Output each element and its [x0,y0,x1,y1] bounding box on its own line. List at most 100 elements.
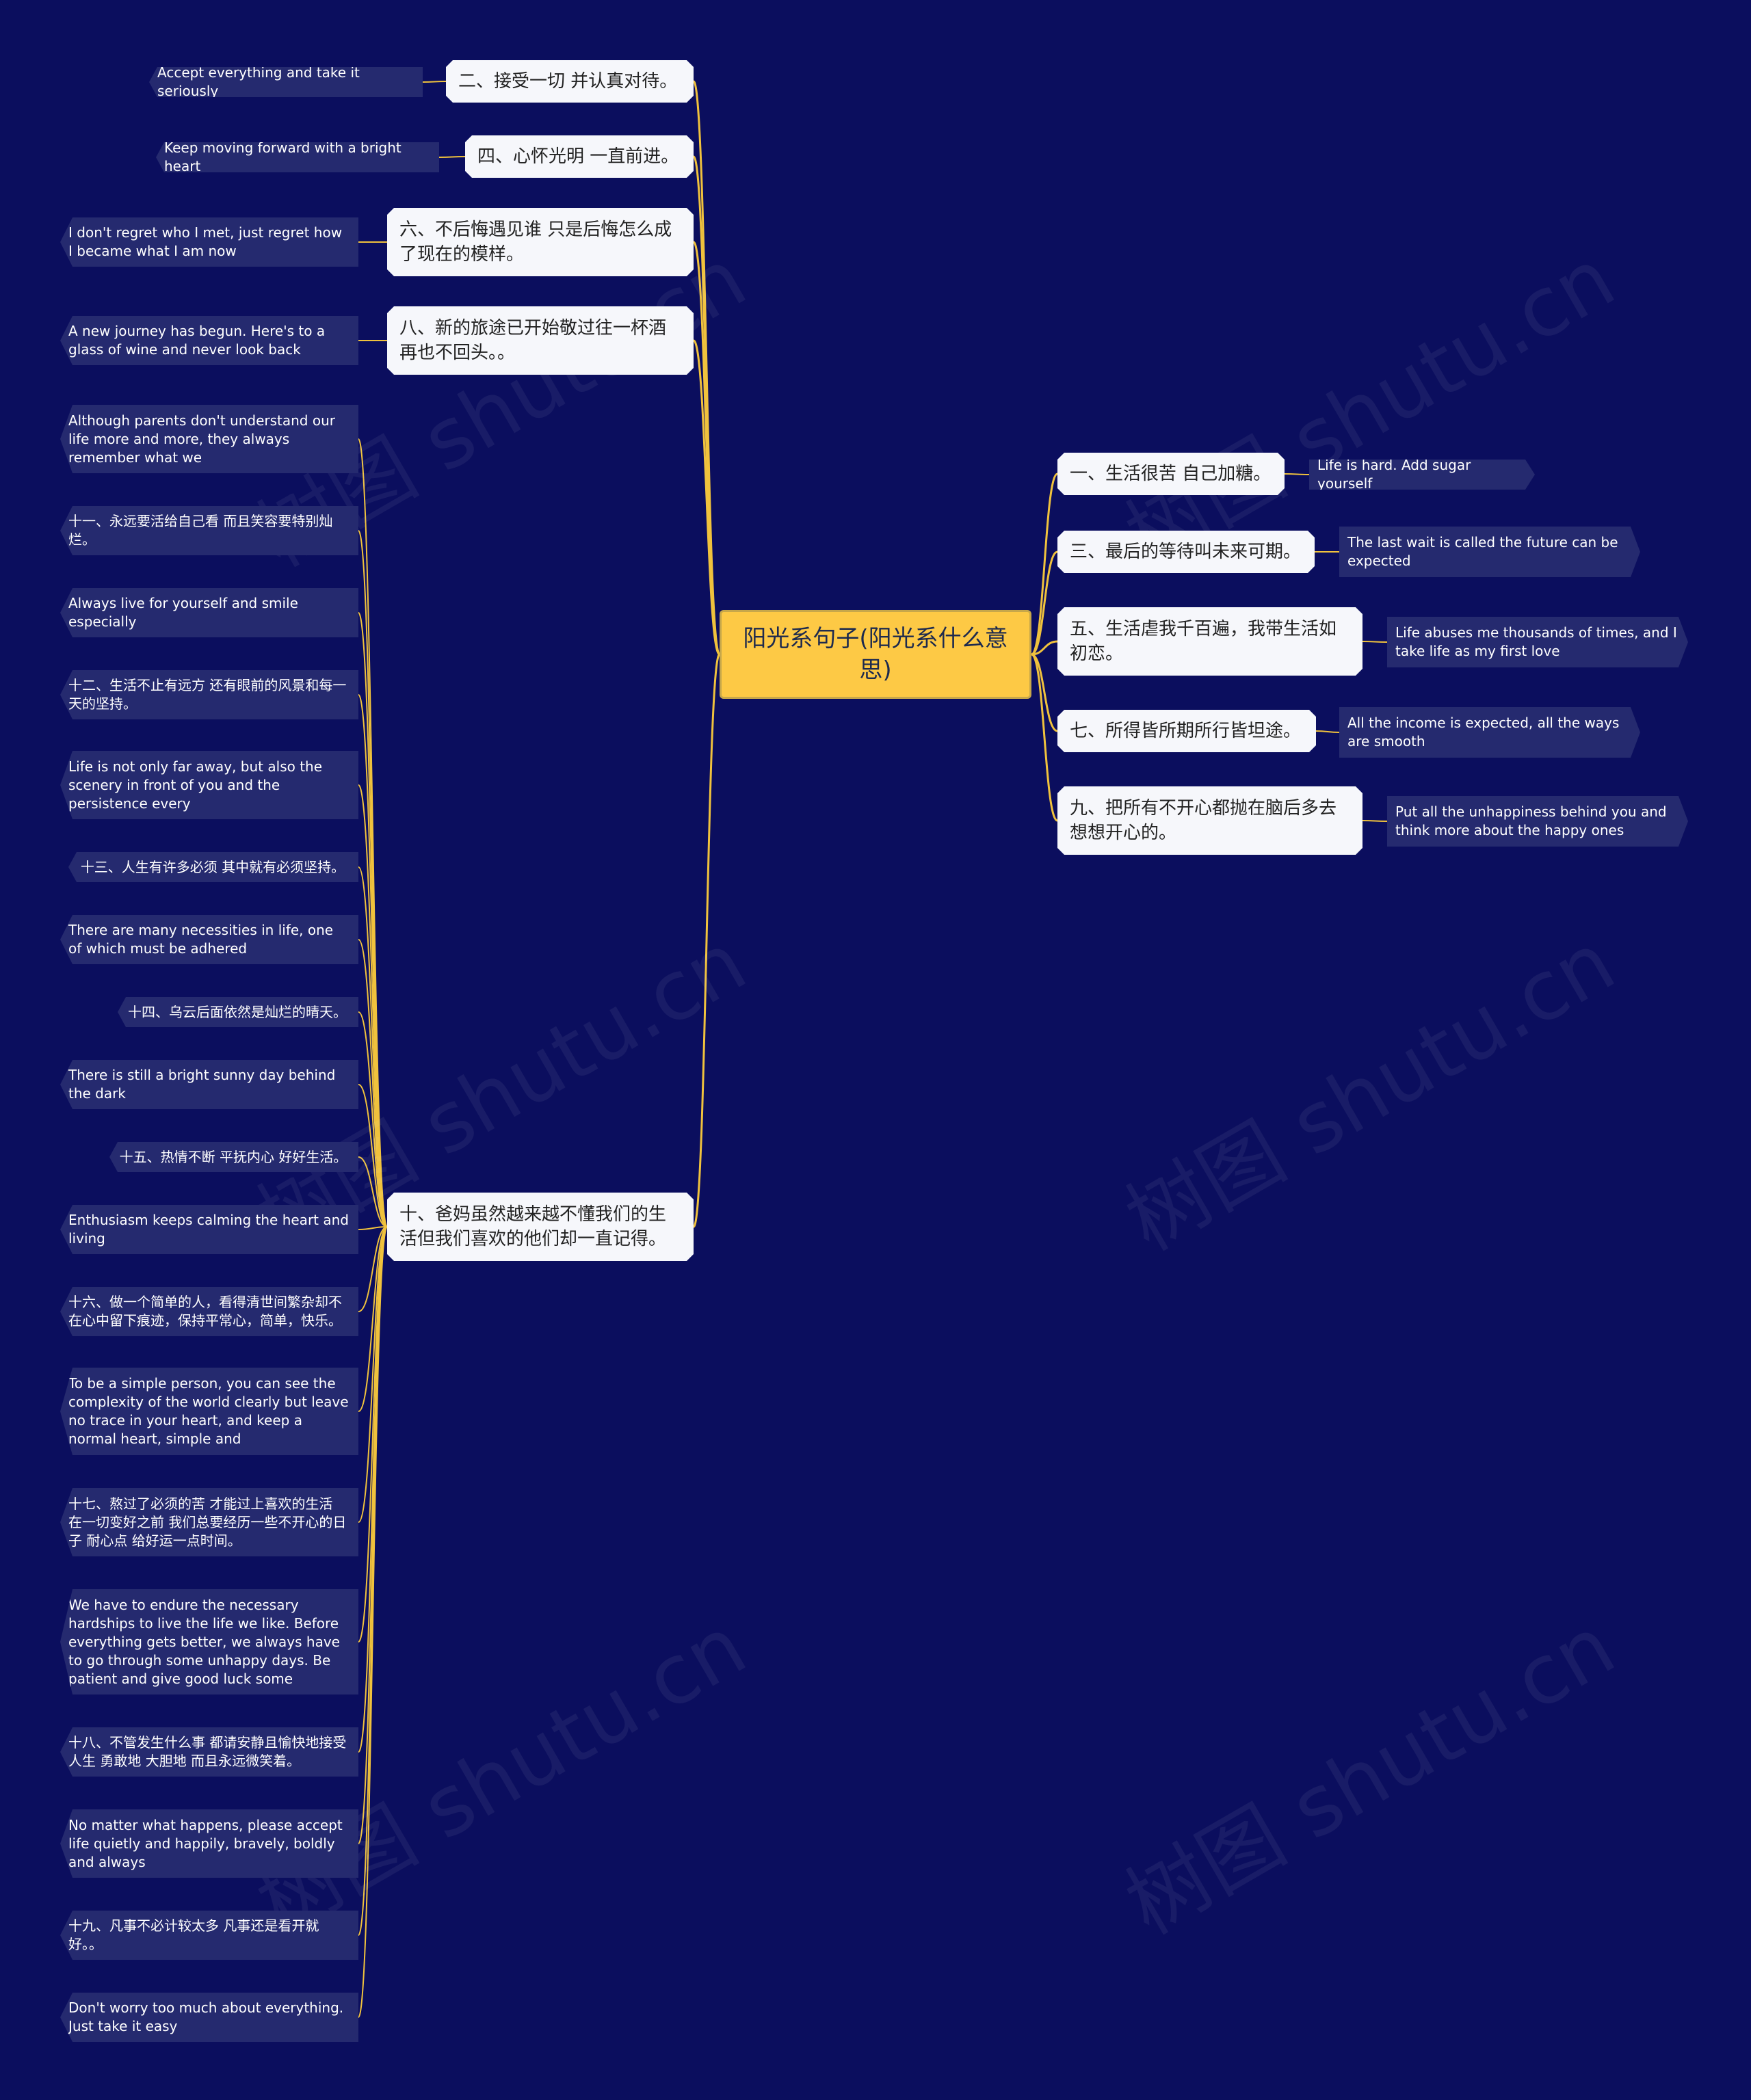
leaf-topic[interactable]: Keep moving forward with a bright heart [156,142,439,172]
leaf-topic-label: All the income is expected, all the ways… [1347,715,1620,749]
connector-line [1315,730,1340,733]
branch-topic[interactable]: 十、爸妈虽然越来越不懂我们的生活但我们喜欢的他们却一直记得。 [387,1193,694,1261]
branch-topic-label: 五、生活虐我千百遍，我带生活如初恋。 [1070,619,1337,664]
connector-line [1031,653,1058,732]
leaf-topic-label: 十五、热情不断 平抚内心 好好生活。 [119,1148,347,1165]
connector-line [358,612,388,1227]
connector-line [358,1226,388,2018]
connector-line [1284,473,1310,475]
connector-line [692,241,721,656]
connector-line [358,1011,388,1227]
leaf-topic[interactable]: Always live for yourself and smile espec… [60,588,358,637]
leaf-topic-label: Although parents don't understand our li… [68,412,335,466]
leaf-topic-label: There are many necessities in life, one … [68,922,334,957]
leaf-topic-label: To be a simple person, you can see the c… [68,1375,349,1447]
branch-topic-label: 二、接受一切 并认真对待。 [458,71,678,92]
leaf-topic[interactable]: 十七、熬过了必须的苦 才能过上喜欢的生活 在一切变好之前 我们总要经历一些不开心… [60,1488,358,1556]
connector-line [358,694,388,1227]
leaf-topic[interactable]: Life abuses me thousands of times, and I… [1387,617,1688,667]
connector-line [422,81,447,83]
leaf-topic[interactable]: I don't regret who I met, just regret ho… [60,217,358,267]
leaf-topic-label: Keep moving forward with a bright heart [164,139,401,174]
leaf-topic[interactable]: Life is not only far away, but also the … [60,751,358,819]
leaf-topic-label: A new journey has begun. Here's to a gla… [68,323,326,358]
connector-line [692,339,721,656]
leaf-topic-label: Enthusiasm keeps calming the heart and l… [68,1212,349,1247]
leaf-topic-label: 十六、做一个简单的人，看得清世间繁杂却不在心中留下痕迹，保持平常心，简单，快乐。 [68,1294,342,1329]
leaf-topic[interactable]: 十一、永远要活给自己看 而且笑容要特别灿烂。 [60,506,358,555]
branch-topic[interactable]: 四、心怀光明 一直前进。 [465,135,694,178]
branch-topic-label: 六、不后悔遇见谁 只是后悔怎么成了现在的模样。 [399,220,672,265]
connector-line [1031,640,1058,656]
leaf-topic-label: 十四、乌云后面依然是灿烂的晴天。 [128,1003,347,1020]
leaf-topic[interactable]: 十六、做一个简单的人，看得清世间繁杂却不在心中留下痕迹，保持平常心，简单，快乐。 [60,1287,358,1336]
leaf-topic[interactable]: To be a simple person, you can see the c… [60,1368,358,1455]
leaf-topic[interactable]: The last wait is called the future can b… [1339,527,1640,577]
leaf-topic[interactable]: There is still a bright sunny day behind… [60,1060,358,1109]
connector-line [1362,641,1388,643]
leaf-topic-label: Life is not only far away, but also the … [68,758,323,812]
leaf-topic[interactable]: 十九、凡事不必计较太多 凡事还是看开就好。。 [60,1911,358,1960]
connector-line [1031,550,1058,656]
connector-line [692,653,721,1228]
leaf-topic[interactable]: Life is hard. Add sugar yourself [1309,460,1535,490]
connector-line [358,1084,388,1227]
leaf-topic-label: 十三、人生有许多必须 其中就有必须坚持。 [80,858,345,875]
leaf-topic[interactable]: Put all the unhappiness behind you and t… [1387,796,1688,847]
branch-topic[interactable]: 二、接受一切 并认真对待。 [446,60,694,103]
branch-topic[interactable]: 六、不后悔遇见谁 只是后悔怎么成了现在的模样。 [387,208,694,276]
leaf-topic[interactable]: Accept everything and take it seriously [149,67,423,97]
branch-topic-label: 四、心怀光明 一直前进。 [477,146,679,167]
leaf-topic-label: 十一、永远要活给自己看 而且笑容要特别灿烂。 [68,513,333,548]
root-topic-label: 阳光系句子(阳光系什么意思) [743,625,1008,684]
branch-topic[interactable]: 九、把所有不开心都抛在脑后多去想想开心的。 [1057,786,1362,855]
connector-line [358,1226,388,1936]
leaf-topic-label: Life abuses me thousands of times, and I… [1395,624,1677,659]
leaf-topic[interactable]: 十二、生活不止有远方 还有眼前的风景和每一天的坚持。 [60,670,358,719]
leaf-topic-label: Always live for yourself and smile espec… [68,595,298,630]
leaf-topic-label: Don't worry too much about everything. J… [68,1999,344,2034]
connector-line [358,1226,388,1230]
leaf-topic[interactable]: Enthusiasm keeps calming the heart and l… [60,1205,358,1254]
leaf-topic-label: 十八、不管发生什么事 都请安静且愉快地接受人生 勇敢地 大胆地 而且永远微笑着。 [68,1734,347,1769]
connector-line [1030,653,1059,822]
leaf-topic[interactable]: No matter what happens, please accept li… [60,1809,358,1878]
leaf-topic-label: 十九、凡事不必计较太多 凡事还是看开就好。。 [68,1917,319,1952]
leaf-topic[interactable]: Although parents don't understand our li… [60,405,358,473]
branch-topic-label: 一、生活很苦 自己加糖。 [1070,464,1272,484]
branch-topic-label: 十、爸妈虽然越来越不懂我们的生活但我们喜欢的他们却一直记得。 [399,1204,667,1249]
leaf-topic-label: Life is hard. Add sugar yourself [1317,457,1471,492]
leaf-topic[interactable]: We have to endure the necessary hardship… [60,1589,358,1694]
leaf-topic[interactable]: Don't worry too much about everything. J… [60,1993,358,2042]
connector-line [358,1226,388,1753]
leaf-topic-label: I don't regret who I met, just regret ho… [68,224,343,259]
leaf-topic-label: 十七、熬过了必须的苦 才能过上喜欢的生活 在一切变好之前 我们总要经历一些不开心… [68,1495,347,1549]
branch-topic-label: 七、所得皆所期所行皆坦途。 [1070,721,1302,741]
branch-topic[interactable]: 八、新的旅途已开始敬过往一杯酒再也不回头。。 [387,306,694,375]
branch-topic[interactable]: 一、生活很苦 自己加糖。 [1057,453,1285,495]
root-topic[interactable]: 阳光系句子(阳光系什么意思) [720,610,1031,699]
leaf-topic[interactable]: A new journey has begun. Here's to a gla… [60,316,358,365]
connector-line [358,1226,388,1312]
leaf-topic[interactable]: 十八、不管发生什么事 都请安静且愉快地接受人生 勇敢地 大胆地 而且永远微笑着。 [60,1727,358,1777]
connector-line [1030,473,1059,656]
leaf-topic[interactable]: 十三、人生有许多必须 其中就有必须坚持。 [68,852,358,882]
leaf-topic[interactable]: 十五、热情不断 平抚内心 好好生活。 [109,1142,358,1172]
connector-line [358,1226,388,1523]
leaf-topic-label: Put all the unhappiness behind you and t… [1395,803,1667,838]
branch-topic-label: 三、最后的等待叫未来可期。 [1070,542,1302,562]
leaf-topic-label: No matter what happens, please accept li… [68,1816,343,1870]
leaf-topic[interactable]: There are many necessities in life, one … [60,915,358,964]
connector-line [358,1226,388,1412]
leaf-topic-label: 十二、生活不止有远方 还有眼前的风景和每一天的坚持。 [68,677,347,712]
connector-line [692,155,721,656]
branch-topic[interactable]: 五、生活虐我千百遍，我带生活如初恋。 [1057,607,1362,676]
branch-topic[interactable]: 三、最后的等待叫未来可期。 [1057,531,1315,573]
branch-topic[interactable]: 七、所得皆所期所行皆坦途。 [1057,710,1316,752]
connector-line [358,939,388,1227]
leaf-topic[interactable]: 十四、乌云后面依然是灿烂的晴天。 [118,997,358,1027]
leaf-topic[interactable]: All the income is expected, all the ways… [1339,707,1640,758]
branch-topic-label: 八、新的旅途已开始敬过往一杯酒再也不回头。。 [399,318,667,363]
branch-topic-label: 九、把所有不开心都抛在脑后多去想想开心的。 [1070,798,1337,843]
